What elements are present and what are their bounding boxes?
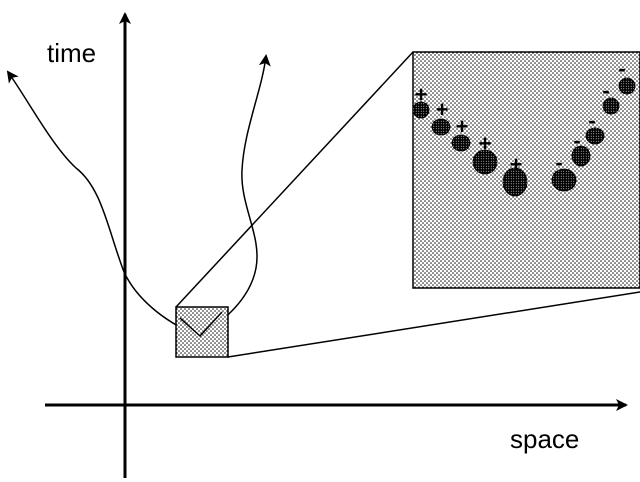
minus-charge-sign: - — [573, 128, 580, 153]
time-axis-label: time — [47, 38, 96, 68]
plus-charge-sign: + — [479, 131, 492, 156]
zoom-line-top — [175, 51, 414, 308]
charge-signs: +++++----- — [415, 56, 626, 177]
particle-blob — [502, 167, 528, 197]
particle-blob — [618, 77, 636, 95]
particle-blob — [551, 168, 577, 192]
plus-charge-sign: + — [415, 82, 428, 107]
particle-blob — [472, 149, 498, 175]
minus-charge-sign: - — [618, 56, 625, 81]
region-trajectory — [179, 311, 223, 338]
particle-blob — [451, 134, 471, 152]
minus-charge-sign: - — [555, 150, 562, 175]
minus-charge-sign: - — [602, 78, 609, 103]
particle-blob — [585, 127, 605, 145]
left-worldline — [6, 70, 201, 337]
particle-blobs — [412, 77, 636, 197]
plus-charge-sign: + — [456, 114, 469, 139]
space-axis-label: space — [510, 424, 579, 454]
particle-blob — [431, 118, 451, 136]
plus-charge-sign: + — [510, 152, 523, 177]
plus-charge-sign: + — [436, 97, 449, 122]
zoom-line-bottom — [227, 291, 640, 358]
right-worldline — [199, 54, 271, 337]
inset-panel — [412, 51, 640, 289]
particle-blob — [412, 101, 430, 119]
minus-charge-sign: - — [588, 108, 595, 133]
particle-blob — [571, 145, 591, 167]
particle-blob — [602, 97, 620, 115]
